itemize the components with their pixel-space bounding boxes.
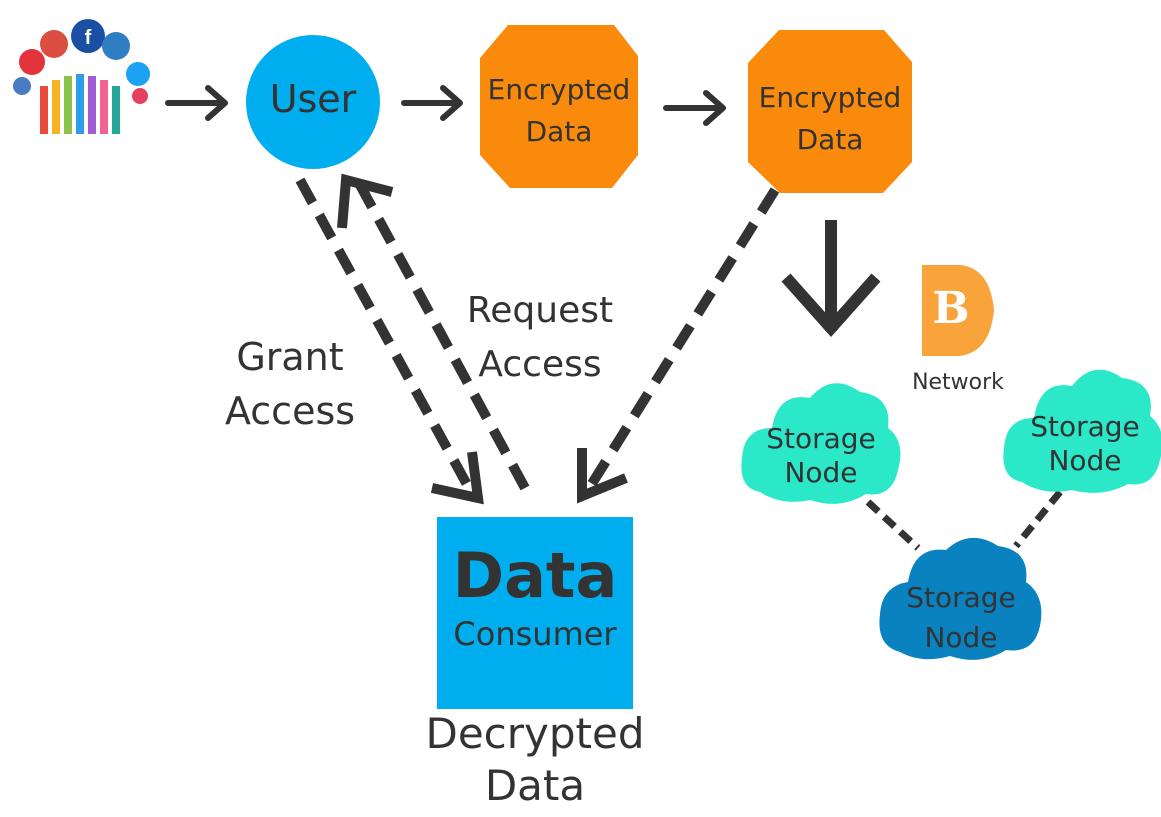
social-media-crowd-icon: f xyxy=(13,19,150,134)
grant-access-line2: Access xyxy=(224,389,356,433)
user-node xyxy=(246,35,380,169)
flow-arrows-top xyxy=(165,85,726,126)
encrypted-data-label-1: Encrypted Data xyxy=(480,73,638,149)
user-label: User xyxy=(269,77,357,121)
request-access-label: Request Access xyxy=(440,284,640,392)
encrypted-data-node-1 xyxy=(480,25,638,188)
decrypted-data-line2: Data xyxy=(484,761,586,810)
encrypted-data-label-2: Encrypted Data xyxy=(748,81,912,157)
storage-links xyxy=(865,489,1063,551)
decrypted-data-line1: Decrypted xyxy=(425,709,645,758)
storage-node-cloud-2 xyxy=(1003,369,1161,493)
data-consumer-box xyxy=(437,517,633,709)
request-access-line1: Request xyxy=(466,290,614,331)
storage-node-label-2-line1: Storage xyxy=(1030,410,1140,443)
storage-node-label-1-line2: Node xyxy=(784,456,858,489)
storage-node-cloud-1 xyxy=(741,383,901,504)
storage-node-label-3: Storage Node xyxy=(888,578,1034,658)
encrypted-data-node-2 xyxy=(748,30,912,193)
grant-access-label: Grant Access xyxy=(210,330,370,438)
storage-node-label-1-line1: Storage xyxy=(766,422,876,455)
encrypted-data-label-2-line2: Data xyxy=(796,123,864,157)
dashed-arrowheads xyxy=(337,173,628,505)
storage-node-label-3-line2: Node xyxy=(924,621,998,654)
grant-access-line1: Grant xyxy=(236,335,344,379)
request-access-line2: Access xyxy=(478,344,602,385)
encrypted-data-label-2-line1: Encrypted xyxy=(758,81,902,114)
data-consumer-label: Data Consumer xyxy=(437,540,633,656)
data-consumer-title: Data xyxy=(452,539,618,612)
dashed-edges xyxy=(295,177,780,493)
bitcoin-icon-label: B xyxy=(932,283,970,334)
decrypted-data-label: Decrypted Data xyxy=(400,708,670,812)
storage-node-cloud-3 xyxy=(879,537,1042,660)
storage-node-label-3-line1: Storage xyxy=(906,581,1016,614)
network-label: Network xyxy=(912,370,1004,395)
storage-node-label-1: Storage Node xyxy=(748,422,894,490)
bitcoin-icon xyxy=(922,265,994,356)
encrypted-data-label-1-line1: Encrypted xyxy=(487,73,631,106)
encrypted-data-label-1-line2: Data xyxy=(525,115,593,149)
down-arrow xyxy=(781,220,881,338)
svg-text:f: f xyxy=(85,27,92,49)
storage-node-label-2: Storage Node xyxy=(1012,410,1158,478)
storage-node-label-2-line2: Node xyxy=(1048,444,1122,477)
data-consumer-subtitle: Consumer xyxy=(453,615,617,653)
